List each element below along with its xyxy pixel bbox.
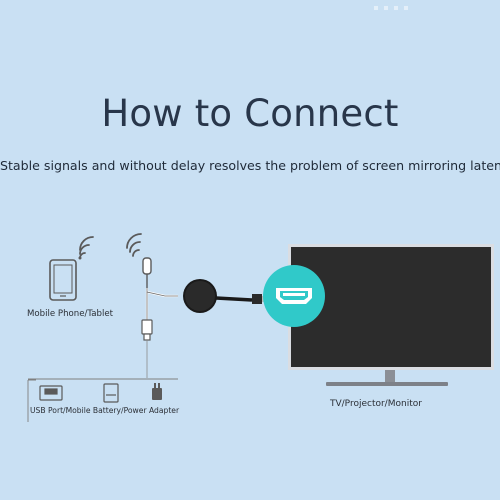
- tv-label: TV/Projector/Monitor: [330, 399, 422, 409]
- battery-icon: [103, 383, 119, 403]
- page-subtitle: Stable signals and without delay resolve…: [0, 158, 500, 173]
- usb-plug-icon: [141, 319, 153, 341]
- page-title: How to Connect: [101, 92, 399, 135]
- dongle-icon: [183, 279, 268, 313]
- power-source-box: [27, 378, 178, 422]
- usb-port-icon: [39, 385, 63, 401]
- power-adapter-icon: [152, 383, 162, 400]
- phone-icon: [49, 259, 77, 301]
- top-dots: [374, 6, 408, 10]
- hdmi-port-icon: [263, 265, 325, 327]
- antenna-icon: [126, 233, 152, 288]
- power-label: USB Port/Mobile Battery/Power Adapter: [30, 406, 180, 415]
- tv-icon: [288, 244, 494, 386]
- cable-outline: [146, 288, 178, 320]
- phone-label: Mobile Phone/Tablet: [27, 309, 114, 319]
- wifi-icon: [78, 236, 94, 260]
